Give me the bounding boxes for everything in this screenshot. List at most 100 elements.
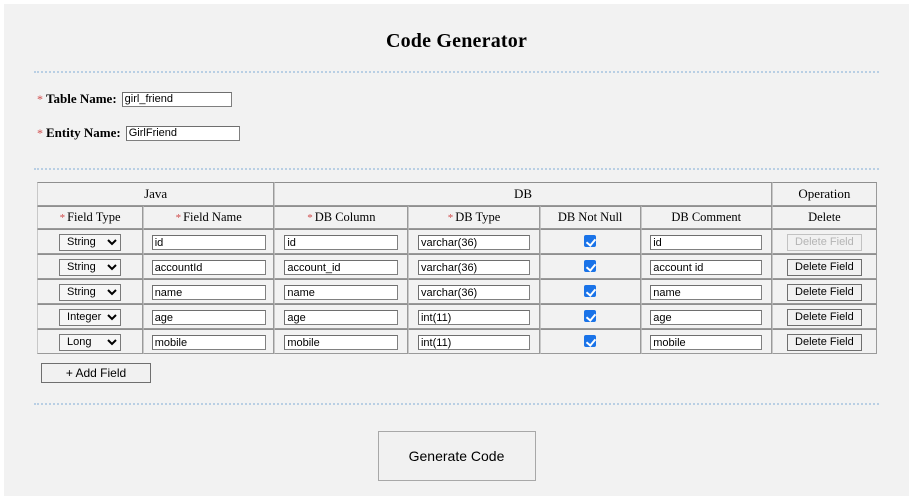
db-not-null-checkbox[interactable] (584, 260, 597, 273)
cell-delete: Delete Field (771, 304, 877, 329)
cell-field-type: StringIntegerLongDoubleBooleanDate (37, 254, 144, 279)
table-name-input[interactable] (121, 91, 232, 107)
cell-field-type: StringIntegerLongDoubleBooleanDate (37, 304, 144, 329)
cell-delete: Delete Field (771, 254, 877, 279)
cell-db-not-null (539, 329, 641, 354)
column-header-db-type: *DB Type (408, 206, 540, 229)
field-name-input[interactable] (151, 285, 266, 300)
table-row: StringIntegerLongDoubleBooleanDate Delete… (37, 229, 877, 254)
field-type-select[interactable]: StringIntegerLongDoubleBooleanDate (59, 258, 122, 276)
field-name-input[interactable] (151, 335, 266, 350)
cell-db-column (274, 329, 409, 354)
db-column-input[interactable] (284, 310, 399, 325)
table-row: StringIntegerLongDoubleBooleanDate Delete… (37, 304, 877, 329)
group-header-java: Java (37, 182, 275, 206)
db-not-null-checkbox[interactable] (584, 310, 597, 323)
cell-field-name (143, 304, 275, 329)
delete-field-button[interactable]: Delete Field (787, 258, 862, 276)
field-name-input[interactable] (151, 310, 266, 325)
divider-above-table (34, 168, 879, 170)
cell-db-column (274, 304, 409, 329)
generate-code-button[interactable]: Generate Code (377, 431, 536, 481)
field-type-select[interactable]: StringIntegerLongDoubleBooleanDate (59, 283, 122, 301)
column-header-label: DB Column (314, 210, 376, 224)
cell-field-name (143, 329, 275, 354)
field-name-input[interactable] (151, 260, 266, 275)
group-header-db: DB (274, 182, 772, 206)
cell-db-not-null (539, 304, 641, 329)
cell-delete: Delete Field (771, 229, 877, 254)
db-type-input[interactable] (417, 335, 530, 350)
entity-name-label: Entity Name: (46, 125, 121, 140)
cell-db-comment (640, 229, 772, 254)
db-not-null-checkbox[interactable] (584, 285, 597, 298)
field-name-input[interactable] (151, 235, 266, 250)
db-not-null-checkbox[interactable] (584, 335, 597, 348)
cell-field-name (143, 229, 275, 254)
db-comment-input[interactable] (650, 310, 763, 325)
cell-db-type (408, 229, 540, 254)
db-comment-input[interactable] (650, 285, 763, 300)
column-header-field-name: *Field Name (143, 206, 275, 229)
column-header-delete: Delete (771, 206, 877, 229)
db-type-input[interactable] (417, 285, 530, 300)
db-type-input[interactable] (417, 310, 530, 325)
column-header-label: DB Type (455, 210, 501, 224)
required-marker-field-type: * (59, 212, 66, 224)
column-header-label: DB Comment (671, 210, 742, 224)
column-header-label: Field Type (67, 210, 121, 224)
field-type-select[interactable]: StringIntegerLongDoubleBooleanDate (59, 233, 122, 251)
db-type-input[interactable] (417, 235, 530, 250)
cell-db-column (274, 279, 409, 304)
cell-field-name (143, 279, 275, 304)
delete-field-button: Delete Field (787, 233, 862, 251)
add-field-button[interactable]: + Add Field (41, 363, 151, 383)
delete-field-button[interactable]: Delete Field (787, 333, 862, 351)
cell-db-type (408, 304, 540, 329)
column-header-db-comment: DB Comment (640, 206, 772, 229)
table-name-row: * Table Name: (37, 86, 909, 112)
cell-db-comment (640, 304, 772, 329)
cell-db-type (408, 329, 540, 354)
delete-field-button[interactable]: Delete Field (787, 283, 862, 301)
field-type-select[interactable]: StringIntegerLongDoubleBooleanDate (59, 308, 122, 326)
db-column-input[interactable] (284, 260, 399, 275)
table-name-label: Table Name: (46, 91, 117, 106)
db-column-input[interactable] (284, 285, 399, 300)
generate-button-wrap: Generate Code (4, 431, 909, 481)
page-title: Code Generator (385, 30, 528, 52)
db-column-input[interactable] (284, 235, 399, 250)
db-comment-input[interactable] (650, 235, 763, 250)
db-not-null-checkbox[interactable] (584, 235, 597, 248)
cell-delete: Delete Field (771, 279, 877, 304)
cell-db-column (274, 254, 409, 279)
db-column-input[interactable] (284, 335, 399, 350)
cell-db-not-null (539, 254, 641, 279)
required-marker-db-type: * (447, 212, 454, 224)
divider-above-generate (34, 403, 879, 405)
cell-db-not-null (539, 229, 641, 254)
required-marker-db-column: * (307, 212, 313, 224)
cell-db-comment (640, 254, 772, 279)
field-type-select[interactable]: StringIntegerLongDoubleBooleanDate (59, 333, 122, 351)
db-comment-input[interactable] (650, 260, 763, 275)
column-header-field-type: *Field Type (37, 206, 144, 229)
delete-field-button[interactable]: Delete Field (787, 308, 862, 326)
entity-name-input[interactable] (125, 125, 240, 141)
db-comment-input[interactable] (650, 335, 763, 350)
column-header-db-not-null: DB Not Null (539, 206, 641, 229)
table-row: StringIntegerLongDoubleBooleanDate Delete… (37, 279, 877, 304)
cell-db-column (274, 229, 409, 254)
app-page: Code Generator * Table Name: * Entity Na… (4, 4, 909, 496)
db-type-input[interactable] (417, 260, 530, 275)
entity-name-row: * Entity Name: (37, 120, 909, 146)
group-header-operation: Operation (771, 182, 877, 206)
required-marker-entity-name: * (37, 126, 43, 140)
cell-field-type: StringIntegerLongDoubleBooleanDate (37, 279, 144, 304)
cell-db-type (408, 254, 540, 279)
cell-field-type: StringIntegerLongDoubleBooleanDate (37, 229, 144, 254)
cell-db-not-null (539, 279, 641, 304)
column-header-db-column: *DB Column (274, 206, 409, 229)
